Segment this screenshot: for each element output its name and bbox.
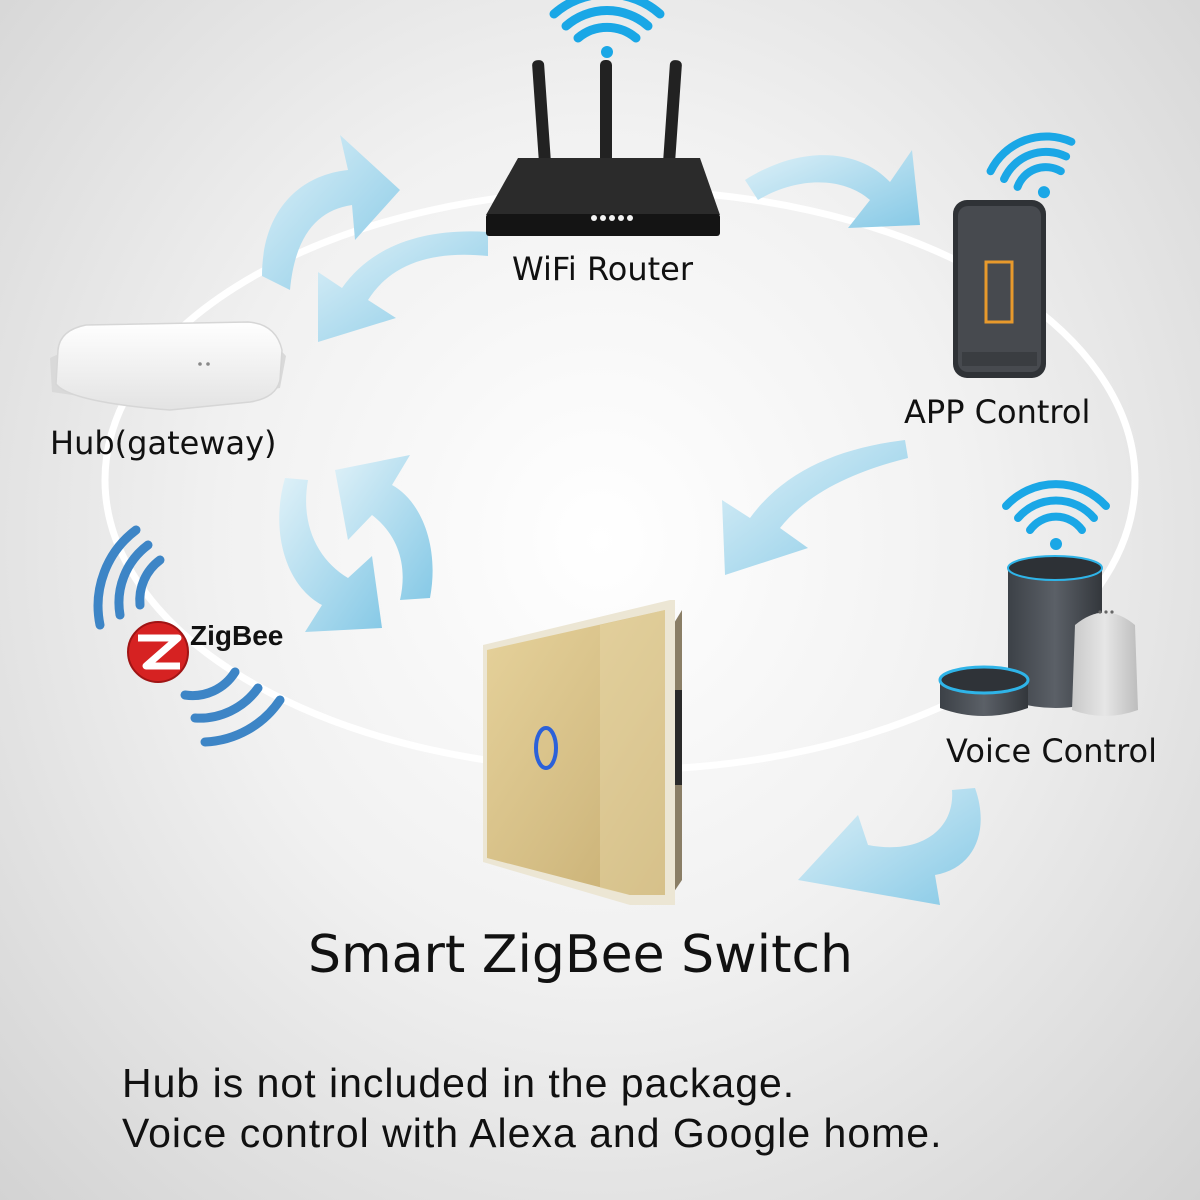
- wifi-router-label: WiFi Router: [512, 250, 694, 288]
- touch-switch-icon: [483, 600, 682, 905]
- arrow-voice-to-switch-icon: [798, 788, 981, 905]
- arrow-hub-to-switch-icon: [279, 478, 382, 632]
- note-line: Hub is not included in the package.: [122, 1060, 796, 1106]
- wifi-router-icon: [486, 0, 720, 236]
- package-notes: Hub is not included in the package. Voic…: [122, 1058, 942, 1158]
- arrow-app-to-switch-icon: [722, 440, 908, 575]
- smartphone-icon: [953, 132, 1076, 378]
- flow-arrows: [262, 135, 981, 905]
- arrow-router-to-app-icon: [745, 150, 920, 228]
- product-title: Smart ZigBee Switch: [308, 925, 854, 985]
- router-led-lights: [591, 215, 633, 221]
- arrow-hub-to-router-icon: [262, 135, 400, 290]
- speaker-wifi-signal-icon: [1002, 480, 1110, 550]
- arrow-router-to-hub-icon: [318, 231, 488, 342]
- switch-touch-button: [534, 726, 558, 770]
- voice-control-label: Voice Control: [946, 732, 1157, 770]
- arrow-switch-to-hub-icon: [335, 455, 433, 600]
- hub-gateway-icon: [50, 321, 286, 411]
- smart-speakers-icon: [938, 480, 1138, 716]
- zigbee-logo-text: ZigBee: [190, 620, 284, 651]
- app-control-label: APP Control: [904, 393, 1091, 431]
- zigbee-logo: [93, 525, 285, 747]
- phone-wifi-signal-icon: [986, 132, 1076, 199]
- note-line: Voice control with Alexa and Google home…: [122, 1110, 943, 1156]
- router-wifi-signal-icon: [549, 0, 665, 58]
- hub-gateway-label: Hub(gateway): [50, 424, 277, 462]
